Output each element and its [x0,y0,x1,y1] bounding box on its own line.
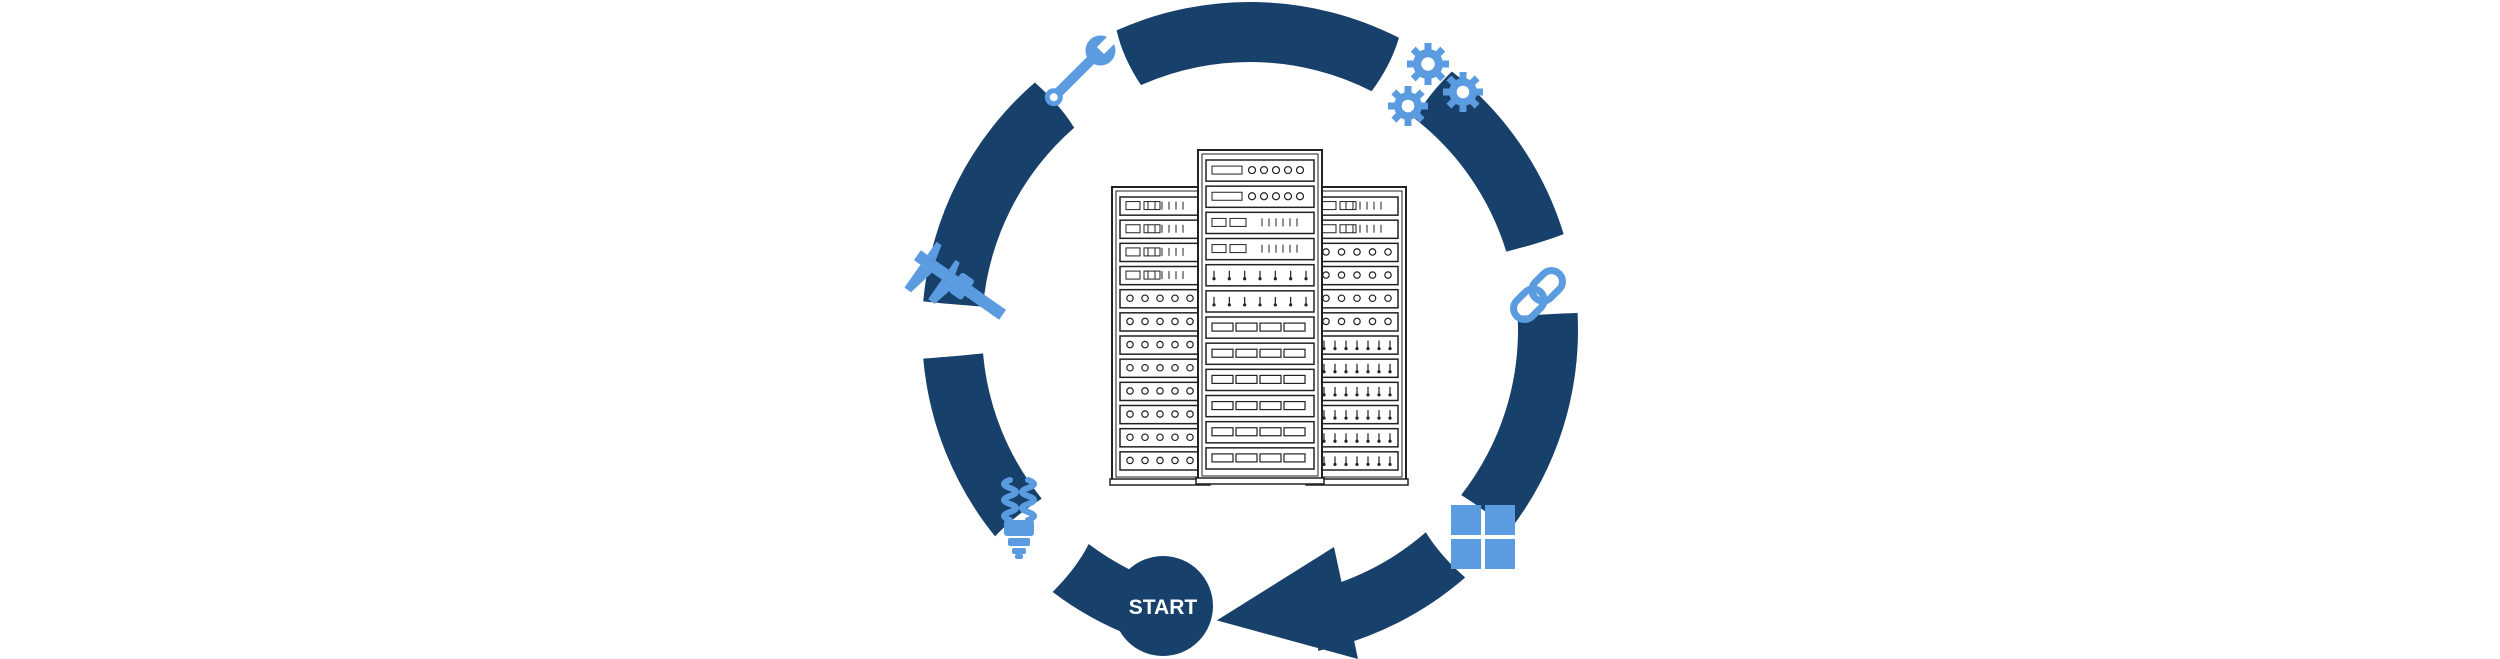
gear-right-icon [1443,72,1483,112]
server-rack-left [1109,186,1211,486]
start-circle [1113,556,1213,656]
windows-icon [1451,505,1515,569]
cycle-segment-top [1116,1,1399,92]
gears-icon [1388,43,1483,126]
server-rack-icon [1109,149,1409,486]
gear-large-icon [1407,43,1449,85]
start-label: START [1129,596,1198,619]
cycle-arrowhead [1216,547,1358,659]
cycle-segment-upper-left [923,82,1075,307]
lightbulb-icon [1001,477,1037,559]
chain-link-icon [1510,267,1566,323]
cycle-segment-right [1461,312,1578,532]
server-rack-center [1195,149,1325,485]
gear-left-icon [1388,86,1428,126]
server-rack-right [1305,186,1409,486]
caliper-icon [904,241,1007,320]
cycle-segment-upper-right [1414,71,1564,252]
wrench-icon [1044,32,1119,107]
start-node: START [1113,556,1213,656]
